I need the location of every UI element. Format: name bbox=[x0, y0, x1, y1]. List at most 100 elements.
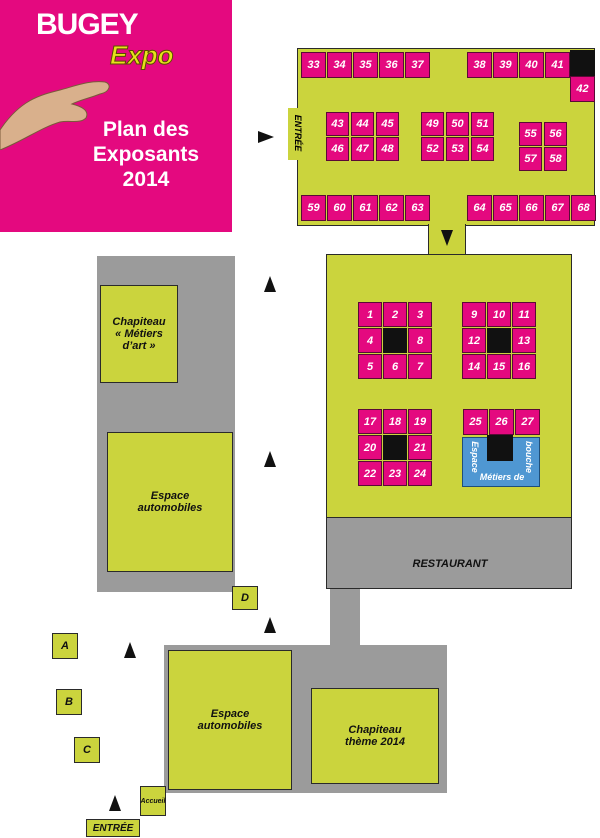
title-line-3: 2014 bbox=[122, 168, 170, 191]
arrow-up-icon bbox=[124, 642, 136, 658]
espace-automobiles-left[interactable]: Espace automobiles bbox=[107, 432, 233, 572]
arrow-up-icon bbox=[109, 795, 121, 811]
arrow-right-icon bbox=[258, 131, 274, 143]
stand-54[interactable]: 54 bbox=[471, 137, 494, 161]
arrow-up-icon bbox=[264, 451, 276, 467]
stand-58[interactable]: 58 bbox=[544, 147, 567, 171]
stand-26[interactable]: 26 bbox=[489, 409, 514, 435]
stand-63[interactable]: 63 bbox=[405, 195, 430, 221]
stand-6[interactable]: 6 bbox=[383, 354, 407, 379]
hand-icon bbox=[0, 81, 110, 150]
logo-bugey: BUGEY bbox=[36, 8, 139, 41]
stand-14[interactable]: 14 bbox=[462, 354, 486, 379]
stand-3[interactable]: 3 bbox=[408, 302, 432, 327]
espace-label: Espace bbox=[470, 441, 480, 473]
stand-15[interactable]: 15 bbox=[487, 354, 511, 379]
point-b[interactable]: B bbox=[56, 689, 82, 715]
stand-44[interactable]: 44 bbox=[351, 112, 374, 136]
bouche-label: bouche bbox=[524, 440, 534, 473]
stand-16[interactable]: 16 bbox=[512, 354, 536, 379]
restaurant: RESTAURANT bbox=[326, 517, 572, 589]
chapiteau-theme-2014[interactable]: Chapiteau thème 2014 bbox=[311, 688, 439, 784]
stand-38[interactable]: 38 bbox=[467, 52, 492, 78]
stand-55[interactable]: 55 bbox=[519, 122, 542, 146]
stand-59[interactable]: 59 bbox=[301, 195, 326, 221]
stand-42[interactable]: 42 bbox=[570, 76, 595, 102]
espace-automobiles-bottom[interactable]: Espace automobiles bbox=[168, 650, 292, 790]
stand-35[interactable]: 35 bbox=[353, 52, 378, 78]
restaurant-label: RESTAURANT bbox=[412, 558, 488, 570]
stand-65[interactable]: 65 bbox=[493, 195, 518, 221]
stand-33[interactable]: 33 bbox=[301, 52, 326, 78]
blocked-stand bbox=[383, 435, 407, 460]
bugey-expo-logo: BUGEY Expo Plan des Exposants 2014 bbox=[0, 0, 232, 232]
stand-39[interactable]: 39 bbox=[493, 52, 518, 78]
auto-left-line-1: Espace bbox=[150, 490, 190, 502]
stand-66[interactable]: 66 bbox=[519, 195, 544, 221]
stand-56[interactable]: 56 bbox=[544, 122, 567, 146]
stand-5[interactable]: 5 bbox=[358, 354, 382, 379]
stand-64[interactable]: 64 bbox=[467, 195, 492, 221]
stand-67[interactable]: 67 bbox=[545, 195, 570, 221]
entree-top: ENTRÉE bbox=[288, 108, 306, 160]
stand-8[interactable]: 8 bbox=[408, 328, 432, 353]
stand-27[interactable]: 27 bbox=[515, 409, 540, 435]
stand-53[interactable]: 53 bbox=[446, 137, 469, 161]
stand-23[interactable]: 23 bbox=[383, 461, 407, 486]
stand-7[interactable]: 7 bbox=[408, 354, 432, 379]
stand-12[interactable]: 12 bbox=[462, 328, 486, 353]
stand-46[interactable]: 46 bbox=[326, 137, 349, 161]
stand-48[interactable]: 48 bbox=[376, 137, 399, 161]
entree-bottom[interactable]: ENTRÉE bbox=[86, 819, 140, 837]
chap-theme-line-1: Chapiteau bbox=[348, 724, 402, 736]
stand-47[interactable]: 47 bbox=[351, 137, 374, 161]
stand-25[interactable]: 25 bbox=[463, 409, 488, 435]
stand-36[interactable]: 36 bbox=[379, 52, 404, 78]
stand-50[interactable]: 50 bbox=[446, 112, 469, 136]
title-line-1: Plan des bbox=[102, 118, 190, 141]
arrow-up-icon bbox=[264, 617, 276, 633]
metiers-de-label: Métiers de bbox=[479, 472, 525, 482]
logo-expo: Expo bbox=[110, 40, 175, 71]
stand-41[interactable]: 41 bbox=[545, 52, 570, 78]
stand-57[interactable]: 57 bbox=[519, 147, 542, 171]
stand-2[interactable]: 2 bbox=[383, 302, 407, 327]
stand-21[interactable]: 21 bbox=[408, 435, 432, 460]
chapiteau-line-3: d’art » bbox=[122, 340, 156, 352]
arrow-up-icon bbox=[264, 276, 276, 292]
stand-68[interactable]: 68 bbox=[571, 195, 596, 221]
stand-20[interactable]: 20 bbox=[358, 435, 382, 460]
stand-52[interactable]: 52 bbox=[421, 137, 444, 161]
auto-bottom-line-1: Espace bbox=[210, 708, 250, 720]
stand-49[interactable]: 49 bbox=[421, 112, 444, 136]
arrow-down-icon bbox=[441, 230, 453, 246]
accueil[interactable]: Accueil bbox=[140, 786, 166, 816]
chapiteau-line-2: « Métiers bbox=[115, 328, 163, 340]
stand-37[interactable]: 37 bbox=[405, 52, 430, 78]
stand-19[interactable]: 19 bbox=[408, 409, 432, 434]
stand-43[interactable]: 43 bbox=[326, 112, 349, 136]
blocked-stand bbox=[487, 435, 513, 461]
stand-9[interactable]: 9 bbox=[462, 302, 486, 327]
stand-45[interactable]: 45 bbox=[376, 112, 399, 136]
stand-4[interactable]: 4 bbox=[358, 328, 382, 353]
stand-22[interactable]: 22 bbox=[358, 461, 382, 486]
stand-51[interactable]: 51 bbox=[471, 112, 494, 136]
stand-24[interactable]: 24 bbox=[408, 461, 432, 486]
stand-60[interactable]: 60 bbox=[327, 195, 352, 221]
stand-10[interactable]: 10 bbox=[487, 302, 511, 327]
point-d[interactable]: D bbox=[232, 586, 258, 610]
point-c[interactable]: C bbox=[74, 737, 100, 763]
stand-40[interactable]: 40 bbox=[519, 52, 544, 78]
stand-62[interactable]: 62 bbox=[379, 195, 404, 221]
stand-61[interactable]: 61 bbox=[353, 195, 378, 221]
stand-34[interactable]: 34 bbox=[327, 52, 352, 78]
stand-17[interactable]: 17 bbox=[358, 409, 382, 434]
stand-13[interactable]: 13 bbox=[512, 328, 536, 353]
point-a[interactable]: A bbox=[52, 633, 78, 659]
chap-theme-line-2: thème 2014 bbox=[345, 736, 405, 748]
stand-11[interactable]: 11 bbox=[512, 302, 536, 327]
stand-18[interactable]: 18 bbox=[383, 409, 407, 434]
chapiteau-metiers-d-art[interactable]: Chapiteau « Métiers d’art » bbox=[100, 285, 178, 383]
stand-1[interactable]: 1 bbox=[358, 302, 382, 327]
